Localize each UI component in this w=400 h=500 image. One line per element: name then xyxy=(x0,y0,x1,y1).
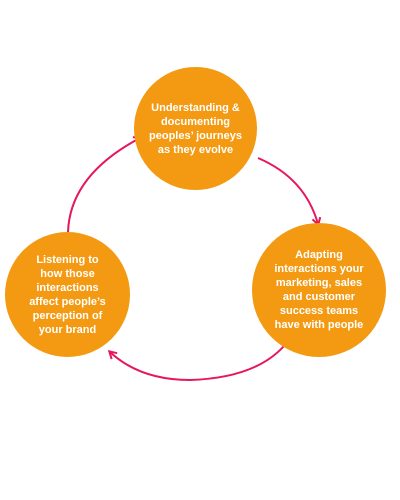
node-label-understanding: Understanding & documenting peoples’ jou… xyxy=(149,101,242,156)
cycle-node-listening: Listening to how those interactions affe… xyxy=(5,232,130,357)
cycle-node-understanding: Understanding & documenting peoples’ jou… xyxy=(134,67,257,190)
cycle-node-adapting: Adapting interactions your marketing, sa… xyxy=(252,223,386,357)
arrow-top-to-right xyxy=(257,157,318,224)
arrow-right-to-left xyxy=(110,345,285,382)
node-label-adapting: Adapting interactions your marketing, sa… xyxy=(274,249,364,331)
node-label-listening: Listening to how those interactions affe… xyxy=(29,253,106,336)
arrow-left-to-top xyxy=(67,138,140,233)
